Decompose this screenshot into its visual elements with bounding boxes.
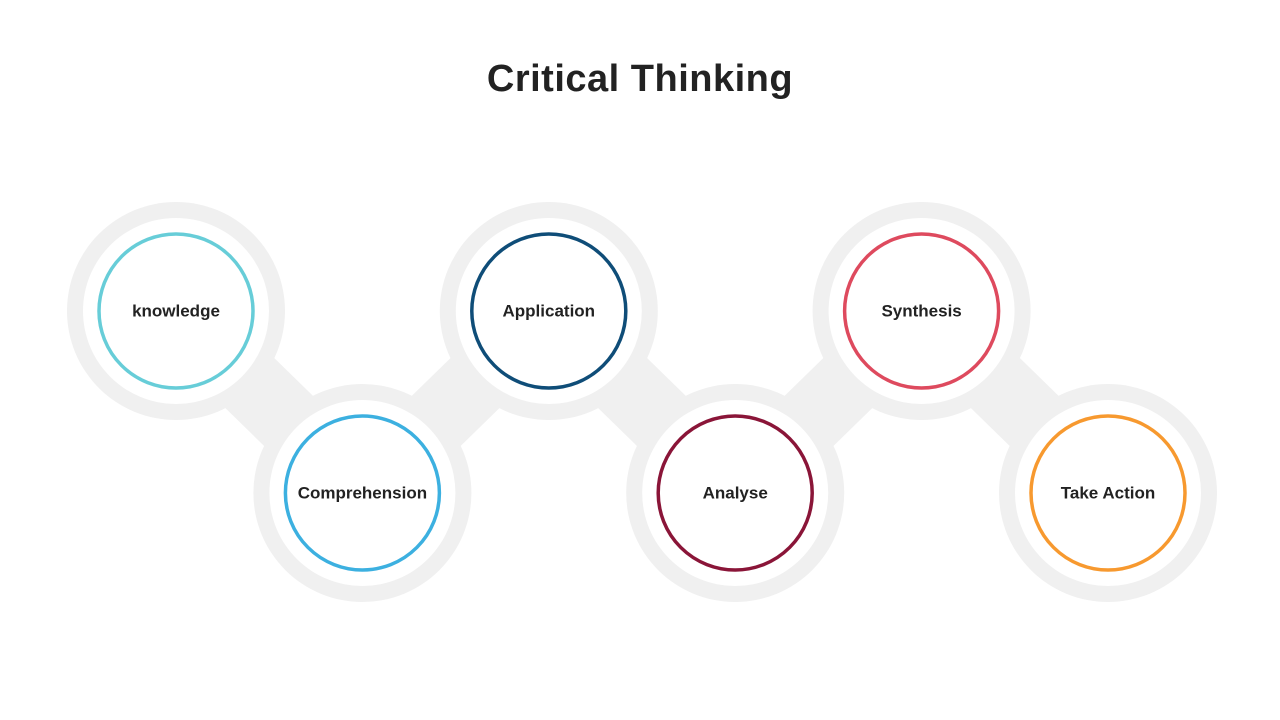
step-node: Application [455,218,642,404]
step-label: Application [503,302,596,321]
step-node: Analyse [642,400,829,586]
page-title: Critical Thinking [486,58,794,100]
step-node: Comprehension [269,400,456,586]
step-label: knowledge [132,302,220,321]
step-ring [656,414,814,572]
step-ring [470,232,628,390]
step-label: Analyse [703,484,768,503]
step-ring [1029,414,1187,572]
step-label: Take Action [1061,484,1155,503]
step-ring [97,232,255,390]
step-ring [842,232,1001,390]
step-node: knowledge [83,218,269,404]
step-node: Synthesis [828,218,1015,404]
step-ring [283,414,442,572]
step-label: Comprehension [298,484,427,503]
step-label: Synthesis [881,302,961,321]
step-node: Take Action [1015,400,1201,586]
